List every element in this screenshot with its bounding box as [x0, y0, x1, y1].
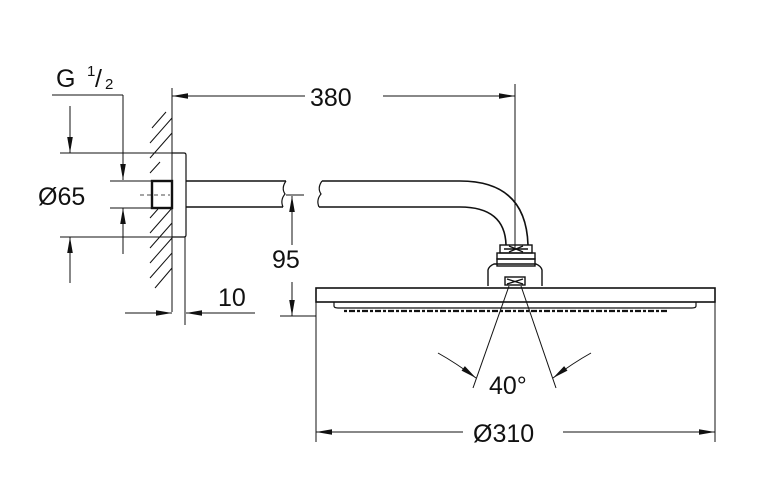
- thread-denominator-label: 2: [105, 76, 113, 93]
- spray-angle-label: 40°: [489, 372, 527, 400]
- drop-height-label: 95: [272, 246, 300, 274]
- wall-hatch: [149, 88, 173, 312]
- shower-arm: [186, 180, 529, 246]
- arm-length-label: 380: [310, 84, 352, 112]
- thread-slash-label: /: [95, 65, 102, 93]
- thread-numerator-label: 1: [87, 63, 95, 80]
- flange-diameter-label: Ø65: [38, 183, 85, 211]
- dimension-10: [125, 237, 255, 325]
- shower-head: [315, 287, 716, 313]
- dimension-380: [172, 84, 516, 250]
- ball-joint: [487, 244, 543, 286]
- thread-prefix-label: G: [56, 65, 75, 93]
- dimension-flange: [52, 94, 172, 283]
- spray-angle-lines: [437, 285, 592, 389]
- flange-depth-label: 10: [218, 284, 246, 312]
- wall-flange: [140, 152, 187, 238]
- dimension-310: [315, 302, 716, 442]
- head-diameter-label: Ø310: [473, 420, 534, 448]
- dimension-95: [280, 194, 316, 317]
